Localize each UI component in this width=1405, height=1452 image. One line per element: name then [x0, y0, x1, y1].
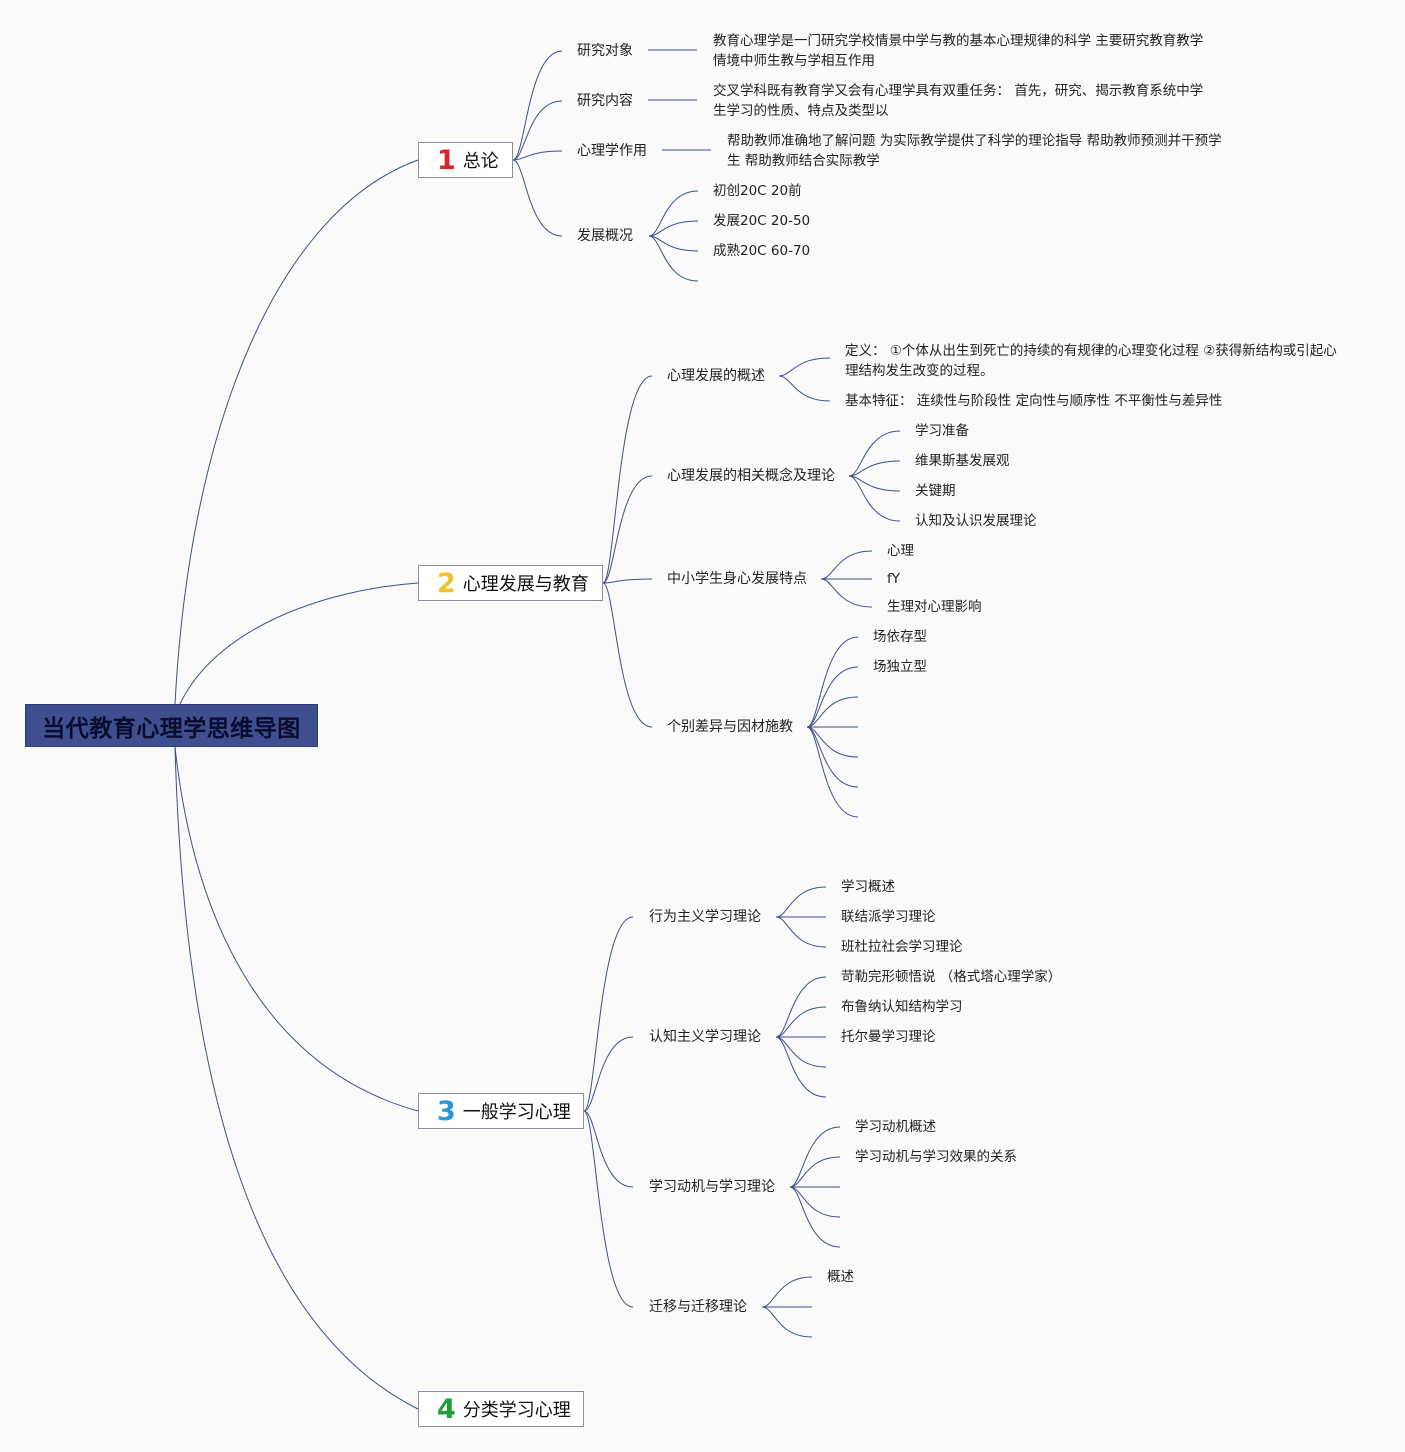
leaf-topic[interactable]: 关键期 [915, 483, 956, 499]
connector-line [775, 1006, 827, 1038]
leaf-topic[interactable]: 心理 [887, 543, 914, 559]
connector-line [806, 726, 859, 758]
subtopic-transfer[interactable]: 迁移与迁移理论 [649, 1299, 747, 1315]
leaf-topic[interactable]: 学习动机与学习效果的关系 [855, 1149, 1017, 1165]
main-topic-label: 分类学习心理 [462, 1400, 571, 1421]
leaf-topic[interactable]: 维果斯基发展观 [915, 453, 1010, 469]
connector-line [775, 916, 827, 948]
connector-line [583, 1110, 634, 1188]
subtopic-development-overview[interactable]: 发展概况 [577, 228, 633, 244]
connector-line [806, 696, 859, 728]
connector-line [848, 430, 901, 477]
central-topic[interactable]: 当代教育心理学思维导图 [25, 704, 318, 747]
connector-line [806, 636, 859, 728]
connector-line [512, 159, 563, 237]
detail-text[interactable]: 定义： ①个体从出生到死亡的持续的有规律的心理变化过程 ②获得新结构或引起心理结… [845, 343, 1337, 379]
leaf-topic[interactable]: 成熟20C 60-70 [713, 243, 811, 259]
connector-line [648, 235, 699, 282]
detail-text[interactable]: 教育心理学是一门研究学校情景中学与教的基本心理规律的科学 主要研究教育教学情境中… [713, 33, 1204, 69]
number-2-icon: 2 [437, 567, 456, 599]
connector-line [512, 150, 563, 161]
subtopic-psychology-role[interactable]: 心理学作用 [577, 143, 647, 159]
leaf-topic[interactable]: 联结派学习理论 [841, 909, 936, 925]
connector-line [602, 475, 653, 584]
main-topic-4[interactable]: 4 分类学习心理 [418, 1391, 584, 1427]
connector-line [789, 1186, 841, 1248]
connector-line [778, 375, 831, 402]
subtopic-development-overview[interactable]: 心理发展的概述 [667, 368, 765, 384]
connector-line [789, 1126, 841, 1188]
connector-line [775, 1036, 827, 1098]
main-topic-label: 心理发展与教育 [462, 574, 589, 595]
connector-line [648, 220, 699, 237]
connector-line [806, 666, 859, 728]
subtopic-research-content[interactable]: 研究内容 [577, 93, 633, 109]
leaf-topic[interactable]: 场依存型 [873, 629, 927, 645]
connector-line [602, 582, 653, 728]
leaf-topic[interactable]: 布鲁纳认知结构学习 [841, 999, 963, 1015]
root-link [174, 746, 419, 1112]
connector-line [761, 1306, 813, 1338]
connector-line [789, 1186, 841, 1218]
leaf-topic[interactable]: 学习准备 [915, 423, 969, 439]
connector-line [512, 100, 563, 161]
subtopic-individual-differences[interactable]: 个别差异与因材施教 [667, 719, 793, 735]
subtopic-behaviorism[interactable]: 行为主义学习理论 [649, 909, 761, 925]
leaf-topic[interactable]: 苛勒完形顿悟说 （格式塔心理学家） [841, 969, 1062, 985]
leaf-topic[interactable]: 发展20C 20-50 [713, 213, 811, 229]
connector-line [648, 235, 699, 252]
root-link [174, 159, 419, 705]
leaf-topic[interactable]: 初创20C 20前 [713, 183, 802, 199]
connector-line [602, 375, 653, 584]
connector-line [512, 50, 563, 161]
main-topic-label: 总论 [462, 151, 499, 172]
connector-line [761, 1276, 813, 1308]
leaf-topic[interactable]: 认知及认识发展理论 [915, 513, 1037, 529]
connector-line [583, 1036, 634, 1112]
leaf-topic[interactable]: 学习动机概述 [855, 1119, 936, 1135]
connector-line [775, 886, 827, 918]
leaf-topic[interactable]: fY [887, 571, 900, 587]
leaf-topic[interactable]: 托尔曼学习理论 [841, 1029, 936, 1045]
connector-line [848, 475, 901, 522]
main-topic-label: 一般学习心理 [462, 1102, 571, 1123]
leaf-topic[interactable]: 学习概述 [841, 879, 895, 895]
main-topic-1[interactable]: 1 总论 [418, 142, 513, 178]
connector-line [648, 190, 699, 237]
subtopic-related-theories[interactable]: 心理发展的相关概念及理论 [667, 468, 835, 484]
connector-line [806, 726, 859, 818]
subtopic-research-object[interactable]: 研究对象 [577, 43, 633, 59]
main-topic-3[interactable]: 3 一般学习心理 [418, 1093, 584, 1129]
leaf-topic[interactable]: 基本特征： 连续性与阶段性 定向性与顺序性 不平衡性与差异性 [845, 393, 1223, 409]
subtopic-motivation[interactable]: 学习动机与学习理论 [649, 1179, 775, 1195]
connector-line [602, 578, 653, 584]
subtopic-student-characteristics[interactable]: 中小学生身心发展特点 [667, 571, 807, 587]
connector-line [789, 1156, 841, 1188]
connector-line [848, 475, 901, 492]
number-4-icon: 4 [437, 1393, 456, 1425]
leaf-topic[interactable]: 生理对心理影响 [887, 599, 982, 615]
leaf-topic[interactable]: 概述 [827, 1269, 854, 1285]
connector-line [775, 976, 827, 1038]
main-topic-2[interactable]: 2 心理发展与教育 [418, 565, 603, 601]
connector-line [820, 550, 873, 580]
detail-text[interactable]: 交叉学科既有教育学又会有心理学具有双重任务： 首先，研究、揭示教育系统中学生学习… [713, 83, 1204, 119]
leaf-topic[interactable]: 场独立型 [873, 659, 927, 675]
root-link [174, 746, 419, 1410]
connector-line [848, 460, 901, 477]
leaf-topic[interactable]: 班杜拉社会学习理论 [841, 939, 963, 955]
connector-line [778, 357, 831, 377]
root-link [179, 582, 419, 705]
connector-line [583, 1110, 634, 1308]
number-3-icon: 3 [437, 1095, 456, 1127]
connector-line [775, 1036, 827, 1068]
connector-line [806, 726, 859, 788]
connector-line [820, 578, 873, 608]
connector-line [583, 916, 634, 1112]
subtopic-cognitivism[interactable]: 认知主义学习理论 [649, 1029, 761, 1045]
detail-text[interactable]: 帮助教师准确地了解问题 为实际教学提供了科学的理论指导 帮助教师预测并干预学生 … [727, 133, 1222, 169]
number-1-icon: 1 [437, 144, 456, 176]
